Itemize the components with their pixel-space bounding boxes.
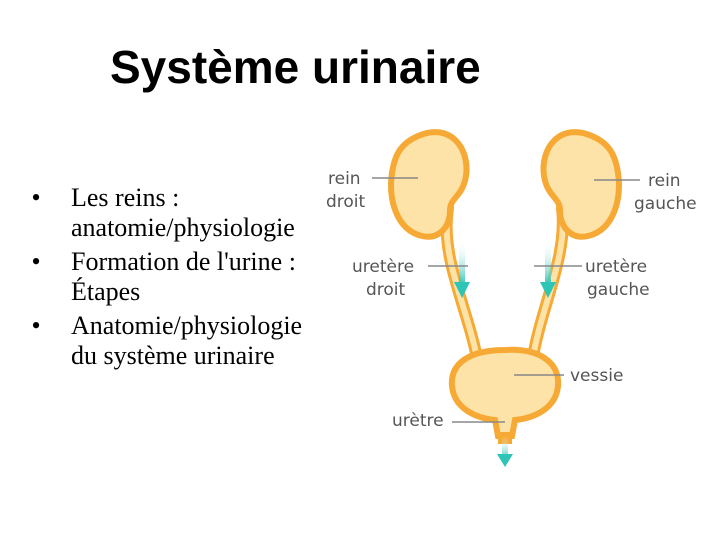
urinary-system-diagram: rein droit rein gauche uretère droit ure… [326, 129, 697, 467]
bullet-text-line1: Anatomie/physiologie [71, 311, 303, 340]
flow-arrow-urethra [497, 436, 513, 467]
label-uretere-gauche-2: gauche [587, 280, 650, 300]
flow-arrow-left [540, 240, 556, 298]
label-uretere-droit-1: uretère [352, 257, 414, 277]
label-rein-droit-1: rein [328, 169, 361, 189]
flow-arrow-right [454, 240, 470, 298]
bullet-list: • Les reins : anatomie/physiologie • For… [26, 183, 366, 375]
kidney-left-shape [540, 129, 622, 240]
label-rein-gauche-1: rein [648, 171, 681, 191]
label-uretere-gauche-1: uretère [585, 257, 647, 277]
bullet-text-line2: du système urinaire [71, 341, 275, 370]
bladder-shape [448, 346, 562, 439]
label-rein-droit-2: droit [326, 192, 366, 212]
slide-title: Système urinaire [110, 41, 481, 93]
bullet-text-line2: anatomie/physiologie [71, 213, 295, 242]
bullet-text-line1: Formation de l'urine : [71, 247, 296, 276]
kidney-right-shape [388, 129, 470, 240]
bullet-icon: • [31, 247, 41, 276]
bullet-icon: • [31, 183, 41, 212]
bullet-item: • Formation de l'urine : Étapes [26, 247, 366, 307]
bullet-text-line2: Étapes [71, 277, 141, 306]
label-rein-gauche-2: gauche [634, 194, 697, 214]
label-vessie: vessie [570, 366, 623, 386]
bullet-icon: • [31, 311, 41, 340]
bullet-text-line1: Les reins : [71, 183, 180, 212]
label-uretre: urètre [392, 411, 444, 431]
label-uretere-droit-2: droit [366, 280, 406, 300]
bullet-item: • Les reins : anatomie/physiologie [26, 183, 366, 243]
bullet-item: • Anatomie/physiologie du système urinai… [26, 311, 366, 371]
